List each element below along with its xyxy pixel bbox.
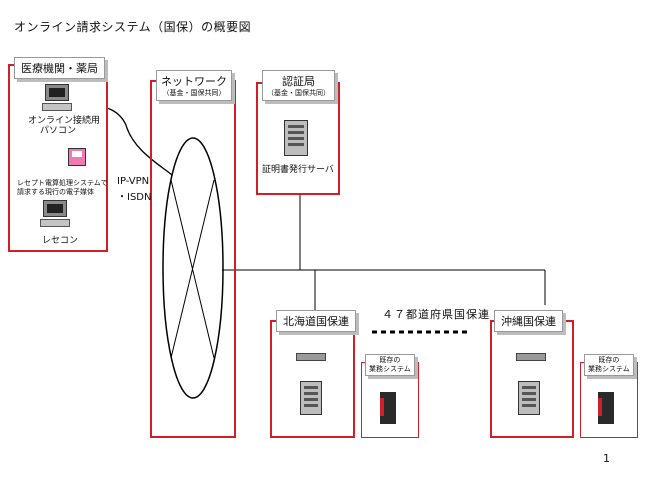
auth-label: 認証局 （基金・国保共同） bbox=[262, 70, 335, 101]
rececon-pc-icon bbox=[40, 200, 70, 230]
disk-icon bbox=[68, 148, 86, 166]
okinawa-label: 沖縄国保連 bbox=[494, 310, 563, 332]
network-cross-2 bbox=[170, 179, 215, 359]
auth-title: 認証局 bbox=[282, 75, 315, 88]
hokkaido-existing-line-1: 既存の bbox=[379, 356, 401, 364]
hokkaido-label: 北海道国保連 bbox=[276, 310, 356, 332]
page-number: 1 bbox=[603, 452, 610, 465]
okinawa-server-icon bbox=[518, 381, 540, 415]
okinawa-router-icon bbox=[516, 353, 546, 361]
hokkaido-server-icon bbox=[300, 381, 322, 415]
auth-sub: （基金・国保共同） bbox=[267, 89, 330, 97]
page-title: オンライン請求システム（国保）の概要図 bbox=[14, 20, 252, 34]
receipt-system-line-1: レセプト電算処理システムで bbox=[17, 179, 108, 187]
network-cloud bbox=[162, 137, 224, 399]
online-pc-icon bbox=[42, 84, 72, 114]
network-title: ネットワーク bbox=[161, 75, 227, 88]
hokkaido-mainframe-icon bbox=[380, 392, 396, 424]
rececon-label: レセコン bbox=[42, 236, 79, 246]
cert-server-label: 証明書発行サーバ bbox=[262, 165, 334, 175]
okinawa-existing-line-2: 業務システム bbox=[588, 365, 630, 373]
medical-institution-label: 医療機関・薬局 bbox=[14, 57, 105, 79]
okinawa-existing-label: 既存の 業務システム bbox=[584, 354, 634, 376]
receipt-system-line-2: 請求する現行の電子媒体 bbox=[17, 188, 94, 196]
hokkaido-existing-label: 既存の 業務システム bbox=[365, 354, 415, 376]
okinawa-mainframe-icon bbox=[598, 392, 614, 424]
hokkaido-existing-line-2: 業務システム bbox=[369, 365, 411, 373]
connection-label-2: ・ISDN bbox=[117, 192, 152, 203]
connection-label-1: IP-VPN bbox=[117, 176, 150, 187]
okinawa-box bbox=[490, 320, 574, 438]
hokkaido-router-icon bbox=[296, 353, 326, 361]
network-sub: （基金・国保共同） bbox=[162, 89, 226, 97]
online-pc-label-1: オンライン接続用 bbox=[28, 116, 101, 126]
okinawa-existing-line-1: 既存の bbox=[598, 356, 620, 364]
online-pc-label-2: パソコン bbox=[40, 126, 77, 136]
hokkaido-box bbox=[270, 320, 355, 438]
network-box bbox=[150, 80, 236, 438]
cert-server-icon bbox=[284, 120, 308, 156]
network-label: ネットワーク （基金・国保共同） bbox=[156, 70, 232, 101]
prefectures-middle-label: ４７都道府県国保連 bbox=[382, 308, 490, 321]
